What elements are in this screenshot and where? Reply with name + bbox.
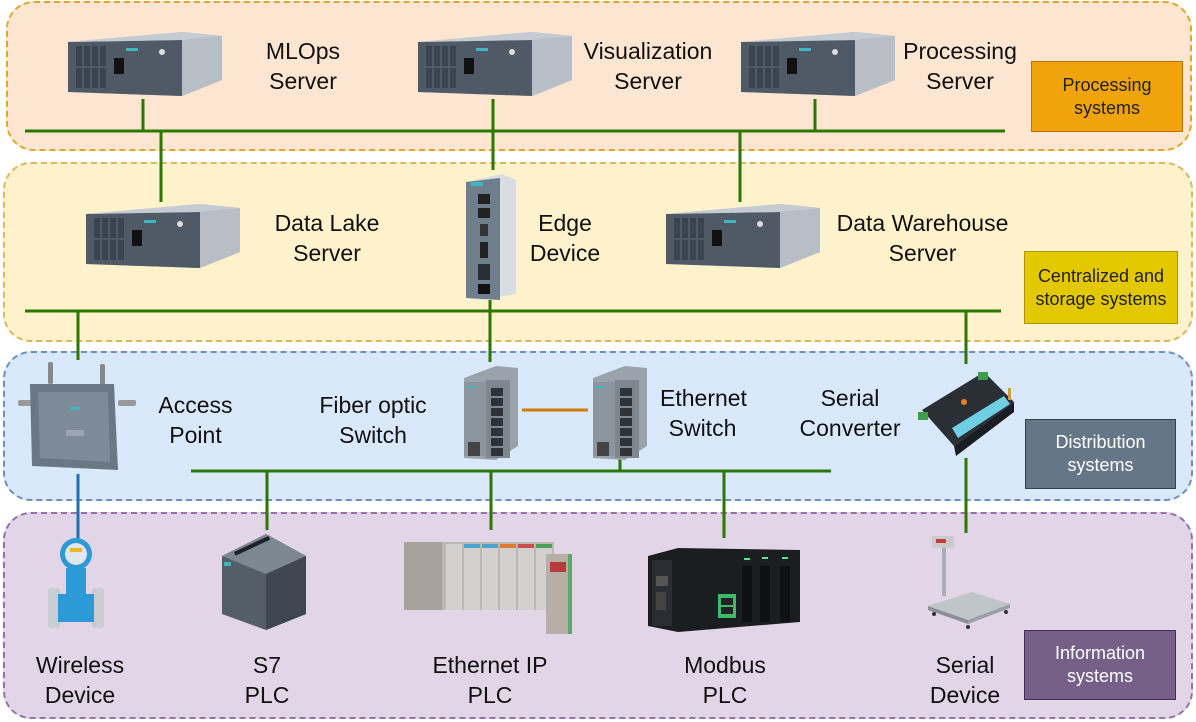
label-processing-server: Processing Server [903,38,1017,94]
rack-server-icon [86,204,240,268]
flowmeter-icon [48,538,104,628]
plc-icon [222,534,306,630]
label-data-warehouse-server: Data Warehouse Server [836,210,1009,266]
label-ethernet-ip-plc: Ethernet IP PLC [432,652,548,708]
label-access-point: Access Point [158,392,233,448]
weighing-scale-icon [928,536,1010,629]
label-serial-converter: Serial Converter [799,385,901,441]
rack-server-icon [666,204,820,268]
network-switch-icon [593,366,647,460]
label-wireless-device: Wireless Device [35,652,125,708]
plc-rack-icon [404,542,572,634]
tier-label-distribution: Distribution systems [1025,419,1176,489]
rack-server-icon [68,32,222,96]
label-modbus-plc: Modbus PLC [684,652,766,708]
access-point-icon [18,362,136,470]
label-visualization-server: Visualization Server [583,38,713,94]
label-s7-plc: S7 PLC [244,652,290,708]
tier-label-centralized: Centralized and storage systems [1024,251,1178,324]
label-data-lake-server: Data Lake Server [274,210,380,266]
tier-label-processing: Processing systems [1031,61,1183,132]
network-switch-icon [464,366,518,460]
edge-device-icon [466,174,516,300]
tier-label-information: Information systems [1024,630,1176,700]
tier-information [3,512,1193,719]
label-serial-device: Serial Device [929,652,1001,708]
rack-server-icon [741,32,895,96]
modbus-plc-icon [648,548,800,632]
label-mlops-server: MLOps Server [265,38,341,94]
label-edge-device: Edge Device [529,210,601,266]
serial-converter-icon [918,372,1014,456]
label-ethernet-switch: Ethernet Switch [660,385,747,441]
label-fiber-optic-switch: Fiber optic Switch [319,392,427,448]
rack-server-icon [418,32,572,96]
